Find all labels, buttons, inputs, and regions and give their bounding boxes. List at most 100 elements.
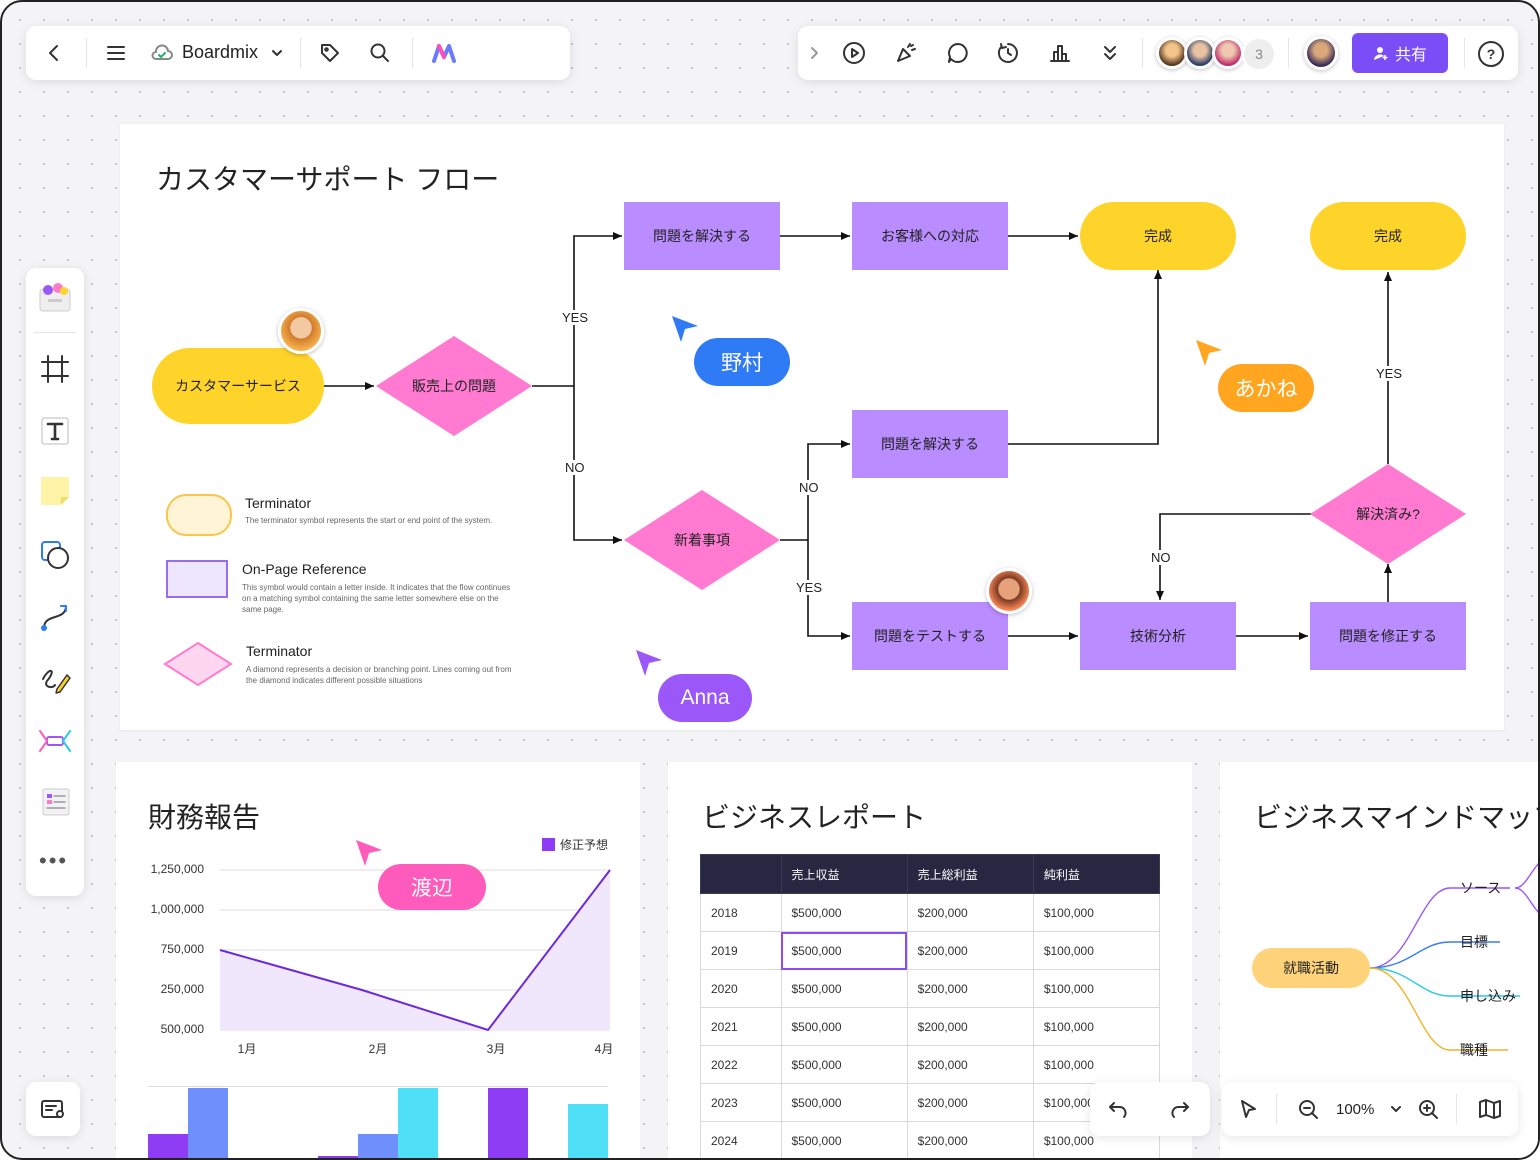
mindmap-root-node[interactable]: 就職活動 — [1252, 948, 1370, 988]
label-yes-1: YES — [560, 310, 591, 325]
table-cell[interactable]: 2023 — [700, 1083, 782, 1122]
celebrate-icon[interactable] — [890, 37, 922, 69]
node-new-item[interactable]: 新着事項 — [674, 532, 730, 548]
more-tools-icon[interactable]: ••• — [39, 848, 69, 873]
connector-icon[interactable] — [38, 600, 72, 634]
zoom-out-icon[interactable] — [1292, 1093, 1324, 1125]
chevron-right-icon[interactable] — [804, 37, 824, 69]
zoom-in-icon[interactable] — [1412, 1093, 1444, 1125]
share-button[interactable]: 共有 — [1352, 33, 1448, 73]
table-cell[interactable]: $500,000 — [780, 1121, 908, 1158]
table-cell[interactable]: 2019 — [700, 931, 782, 970]
redo-icon[interactable] — [1164, 1093, 1196, 1125]
node-customer-response[interactable]: お客様への対応 — [852, 202, 1008, 270]
node-solve-problem-2[interactable]: 問題を解決する — [852, 410, 1008, 478]
legend-desc-1: The terminator symbol represents the sta… — [245, 516, 493, 525]
area-fill — [220, 870, 610, 1030]
node-tech-analysis[interactable]: 技術分析 — [1080, 602, 1236, 670]
cloud-saved-icon — [148, 37, 176, 69]
table-cell[interactable]: 2024 — [700, 1121, 782, 1158]
search-icon[interactable] — [364, 37, 396, 69]
table-cell[interactable]: $100,000 — [1032, 1045, 1161, 1084]
table-cell[interactable]: 2020 — [700, 969, 782, 1008]
sticky-note-icon[interactable] — [38, 474, 72, 508]
table-cell-selected[interactable]: $500,000 — [780, 931, 908, 970]
node-done-2[interactable]: 完成 — [1310, 202, 1466, 270]
menu-icon[interactable] — [100, 37, 132, 69]
canvas-collaborator-avatar-1[interactable] — [278, 308, 324, 354]
node-fix-problem[interactable]: 問題を修正する — [1310, 602, 1466, 670]
zoom-chevron-down-icon[interactable] — [1386, 1093, 1406, 1125]
mindmap-branch-node[interactable]: 申し込み — [1460, 988, 1516, 1004]
mindmap-branch-node[interactable]: 職種 — [1460, 1042, 1488, 1058]
table-cell[interactable]: $200,000 — [906, 1121, 1034, 1158]
table-cell[interactable]: $100,000 — [1032, 969, 1161, 1008]
mindmap-branch-node[interactable]: ソース — [1460, 880, 1502, 896]
templates-icon[interactable] — [38, 280, 72, 314]
label-no-2: NO — [797, 480, 821, 495]
table-cell[interactable]: $500,000 — [780, 1083, 908, 1122]
cursor-label-akane: あかね — [1218, 364, 1314, 412]
table-row: 2021 $500,000 $200,000 $100,000 — [700, 1007, 1161, 1046]
table-cell[interactable]: 2022 — [700, 1045, 782, 1084]
map-icon[interactable] — [1474, 1093, 1506, 1125]
board-settings-button[interactable] — [26, 1082, 80, 1136]
help-icon[interactable]: ? — [1478, 41, 1504, 67]
table-cell[interactable]: 2018 — [700, 893, 782, 932]
table-cell[interactable]: $200,000 — [906, 1083, 1034, 1122]
legend-diamond-shape — [163, 641, 233, 687]
node-sales-problem[interactable]: 販売上の問題 — [412, 378, 496, 394]
zoom-level[interactable]: 100% — [1336, 1101, 1375, 1118]
ai-logo-icon[interactable] — [428, 37, 460, 69]
table-cell[interactable]: $500,000 — [780, 893, 908, 932]
table-cell[interactable]: $500,000 — [780, 1045, 908, 1084]
legend-terminator-shape — [166, 494, 232, 536]
table-cell[interactable]: $500,000 — [780, 969, 908, 1008]
text-icon[interactable] — [38, 414, 72, 448]
back-icon[interactable] — [38, 37, 70, 69]
cursor-arrow-watanabe — [356, 840, 382, 866]
undo-icon[interactable] — [1102, 1093, 1134, 1125]
user-avatar[interactable] — [1304, 36, 1338, 70]
collaborator-count[interactable]: 3 — [1242, 37, 1276, 71]
table-cell[interactable]: 2021 — [700, 1007, 782, 1046]
table-cell[interactable]: $200,000 — [906, 1007, 1034, 1046]
frame-icon[interactable] — [38, 352, 72, 386]
play-icon[interactable] — [838, 37, 870, 69]
pen-icon[interactable] — [38, 662, 72, 696]
series-line — [219, 869, 611, 1032]
chevron-down-icon[interactable] — [266, 37, 288, 69]
table-cell[interactable]: $200,000 — [906, 969, 1034, 1008]
flowchart-frame[interactable] — [120, 124, 1504, 730]
vote-icon[interactable] — [1044, 37, 1076, 69]
table-template-icon[interactable] — [38, 784, 72, 818]
table-cell[interactable]: $200,000 — [906, 893, 1034, 932]
node-done-1[interactable]: 完成 — [1080, 202, 1236, 270]
shapes-icon[interactable] — [38, 538, 72, 572]
table-cell[interactable]: $100,000 — [1032, 931, 1161, 970]
timer-icon[interactable] — [992, 37, 1024, 69]
table-cell[interactable]: $200,000 — [906, 1045, 1034, 1084]
top-right-toolbar: 3 共有 ? — [798, 26, 1518, 80]
canvas-collaborator-avatar-2[interactable] — [986, 568, 1032, 614]
table-cell[interactable]: $100,000 — [1032, 893, 1161, 932]
label-yes-3: YES — [1374, 366, 1405, 381]
table-cell[interactable]: $100,000 — [1032, 1007, 1161, 1046]
node-customer-service[interactable]: カスタマーサービス — [152, 348, 324, 424]
node-test-problem[interactable]: 問題をテストする — [852, 602, 1008, 670]
report-table[interactable]: 売上収益 売上総利益 純利益 2018 $500,000 $200,000 $1… — [700, 854, 1161, 1158]
node-resolved[interactable]: 解決済み? — [1356, 506, 1420, 522]
app-name[interactable]: Boardmix — [182, 42, 259, 62]
mindmap-icon[interactable] — [38, 724, 72, 758]
table-cell[interactable]: $500,000 — [780, 1007, 908, 1046]
mindmap-branch-node[interactable]: 目標 — [1460, 934, 1488, 950]
table-cell[interactable]: $200,000 — [906, 931, 1034, 970]
diamond-resolved — [1310, 464, 1466, 564]
more-chevrons-icon[interactable] — [1094, 37, 1126, 69]
tag-icon[interactable] — [314, 37, 346, 69]
node-solve-problem-1[interactable]: 問題を解決する — [624, 202, 780, 270]
comment-icon[interactable] — [942, 37, 974, 69]
bar — [148, 1134, 188, 1158]
select-pointer-icon[interactable] — [1232, 1093, 1264, 1125]
